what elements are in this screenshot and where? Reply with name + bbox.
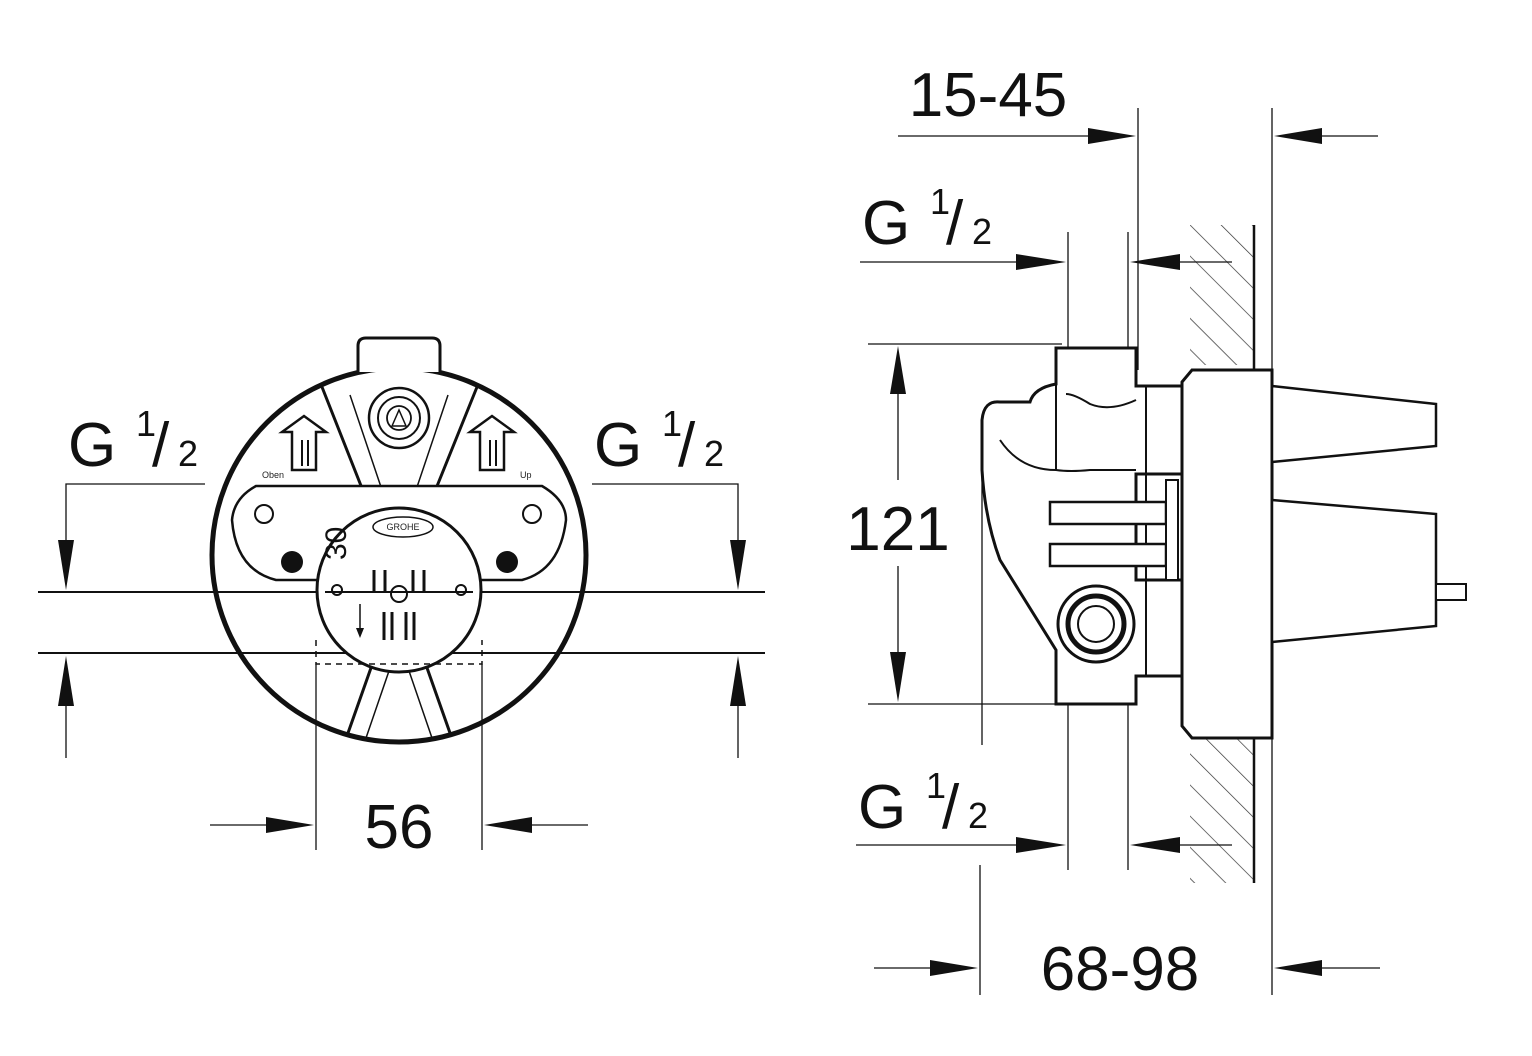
left-thread-denominator: 2 xyxy=(178,433,198,474)
top-thread-denominator: 2 xyxy=(972,211,992,252)
screw-hole-left xyxy=(254,504,274,524)
left-thread-main: G xyxy=(68,411,116,480)
angle-label: 30 xyxy=(320,527,353,560)
protection-cap-top xyxy=(1270,384,1438,464)
wall-hatch-lower xyxy=(1190,738,1254,883)
screw-left xyxy=(281,551,303,573)
top-thread-numerator: 1 xyxy=(930,181,950,222)
outlet-port xyxy=(1056,584,1136,664)
right-thread-denominator: 2 xyxy=(704,433,724,474)
height-dimension: 121 xyxy=(846,495,949,564)
up-arrow-right xyxy=(466,414,518,472)
bottom-thread-denominator: 2 xyxy=(968,795,988,836)
right-thread-leader xyxy=(592,483,739,540)
screw-hole-right xyxy=(522,504,542,524)
bottom-thread-numerator: 1 xyxy=(926,765,946,806)
top-thread-slash: / xyxy=(946,189,964,258)
right-thread-numerator: 1 xyxy=(662,403,682,444)
side-view: 121 15-45 G 1 / 2 G 1 / 2 68-98 xyxy=(846,61,1467,1004)
left-thread-leader xyxy=(65,483,205,540)
right-thread-slash: / xyxy=(678,411,696,480)
wall-hatch-upper xyxy=(1190,225,1254,365)
cover-plate xyxy=(1180,368,1274,740)
logo-text: GROHE xyxy=(386,522,419,532)
top-thread-main: G xyxy=(862,189,910,258)
rotor-outer xyxy=(367,386,431,450)
protection-cap-bottom xyxy=(1270,498,1438,644)
depth-range-bottom: 68-98 xyxy=(1041,935,1200,1004)
left-thread-slash: / xyxy=(152,411,170,480)
width-dimension: 56 xyxy=(365,793,434,862)
wall-range-top: 15-45 xyxy=(909,61,1068,130)
up-arrow-left xyxy=(278,414,330,472)
front-view: GROHE 30 Oben Up G 1 / 2 G 1 / 2 xyxy=(38,336,765,862)
bottom-thread-slash: / xyxy=(942,773,960,842)
bottom-thread-main: G xyxy=(858,773,906,842)
arrow-label-right: Up xyxy=(520,470,532,480)
right-thread-main: G xyxy=(594,411,642,480)
screw-right xyxy=(496,551,518,573)
arrow-label-left: Oben xyxy=(262,470,284,480)
lower-wedge xyxy=(346,664,452,734)
left-thread-numerator: 1 xyxy=(136,403,156,444)
top-tab xyxy=(356,336,442,372)
